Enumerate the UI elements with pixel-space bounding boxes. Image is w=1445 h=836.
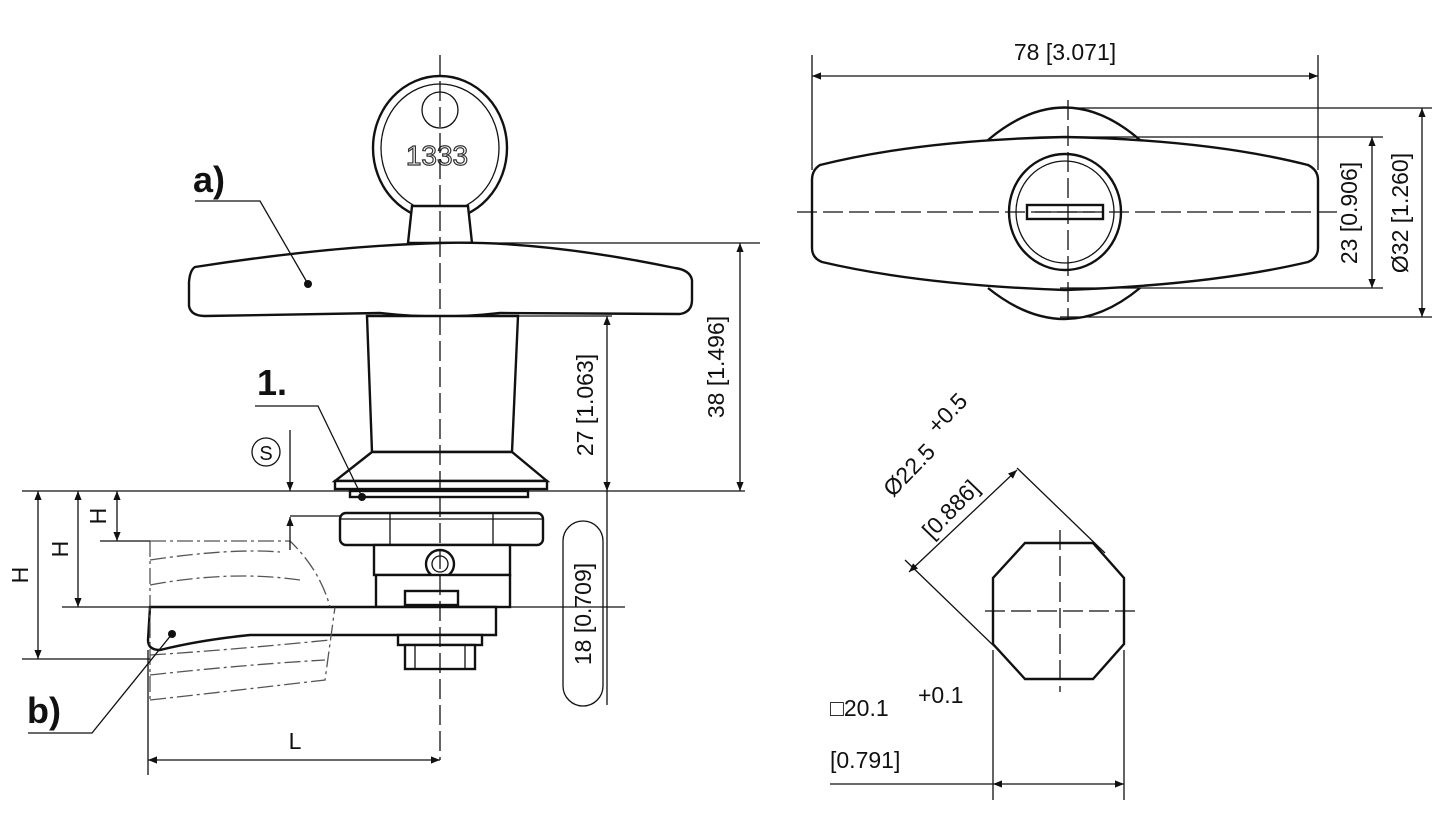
hex-nut bbox=[338, 511, 545, 547]
dim-h-inner: H bbox=[85, 508, 111, 525]
leader-b bbox=[28, 633, 173, 734]
side-view: 1333 bbox=[22, 55, 760, 775]
dim-18: 18 [0.709] bbox=[570, 563, 596, 665]
dim-l: L bbox=[289, 728, 302, 754]
key-number: 1333 bbox=[406, 140, 468, 171]
collar bbox=[331, 450, 551, 483]
label-a: a) bbox=[193, 159, 225, 200]
label-1: 1. bbox=[257, 362, 287, 403]
dim-h-middle: H bbox=[47, 541, 73, 558]
dim-18-box bbox=[562, 520, 604, 707]
dim-38: 38 [1.496] bbox=[703, 316, 729, 418]
s-symbol-circle bbox=[251, 437, 281, 467]
dim-20-1: □20.1 bbox=[830, 695, 889, 721]
leader-1 bbox=[255, 405, 363, 498]
dim-78: 78 [3.071] bbox=[1014, 39, 1116, 65]
label-b: b) bbox=[27, 690, 61, 731]
cutout-shape bbox=[991, 541, 1126, 681]
s-symbol: S bbox=[259, 443, 272, 465]
seal bbox=[348, 489, 530, 499]
dim-20-1-tol: +0.1 bbox=[918, 682, 963, 708]
dim-h-outer: H bbox=[7, 567, 33, 584]
leader-a bbox=[195, 200, 309, 285]
dim-32: Ø32 [1.260] bbox=[1387, 153, 1413, 273]
dim-27: 27 [1.063] bbox=[572, 354, 598, 456]
dim-22-5-tol: +0.5 bbox=[922, 388, 972, 439]
handle-shank bbox=[365, 314, 520, 454]
front-view bbox=[797, 55, 1432, 321]
dim-23: 23 [0.906] bbox=[1336, 162, 1362, 264]
dim-20-1-inch: [0.791] bbox=[830, 747, 900, 773]
cam bbox=[146, 605, 498, 652]
panel-cutout bbox=[830, 467, 1135, 800]
dim-22-5: Ø22.5 bbox=[878, 438, 940, 501]
